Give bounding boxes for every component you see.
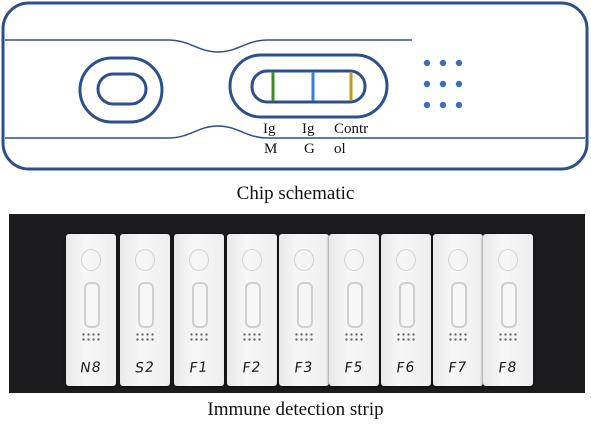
strip-label: S2 [134, 359, 156, 377]
control-label-line1: Contr [334, 121, 368, 137]
vent-dots [423, 59, 463, 109]
strip-f5: F5 [329, 234, 379, 386]
sample-well-inner [96, 72, 148, 106]
strip-label: F1 [189, 359, 209, 377]
strip-f2: F2 [227, 234, 277, 386]
detection-strip-photo: N8 S2 F1 F2 F3 F5 F6 F7 F8 [9, 214, 585, 393]
strip-s2: S2 [120, 234, 170, 386]
igg-label-line1: Ig [302, 121, 315, 137]
schematic-caption: Chip schematic [236, 183, 355, 204]
strip-label: F5 [344, 359, 364, 377]
strip-label: F8 [498, 359, 518, 377]
strip-f1: F1 [174, 234, 224, 386]
strip-f8: F8 [483, 234, 533, 386]
chip-outline [1, 1, 589, 171]
strip-f6: F6 [381, 234, 431, 386]
chip-channel-bottom [5, 125, 585, 139]
control-label-line2: ol [334, 141, 346, 157]
igm-label-line2: M [264, 141, 277, 157]
photo-caption: Immune detection strip [207, 399, 384, 420]
igm-label-line1: Ig [263, 121, 276, 137]
strip-label: F3 [294, 359, 314, 377]
detection-window-inner [250, 69, 367, 104]
igg-label-line2: G [304, 141, 315, 157]
strip-label: F6 [396, 359, 416, 377]
detection-window-outer [228, 53, 389, 119]
strip-label: F7 [448, 359, 468, 377]
strip-f7: F7 [433, 234, 483, 386]
chip-channel-top [5, 39, 412, 53]
strip-f3: F3 [279, 234, 329, 386]
sample-well-outer [78, 56, 164, 124]
strip-n8: N8 [66, 234, 116, 386]
chip-schematic: Ig M Ig G Contr ol [1, 1, 589, 171]
strip-label: N8 [79, 359, 103, 377]
strip-label: F2 [242, 359, 262, 377]
